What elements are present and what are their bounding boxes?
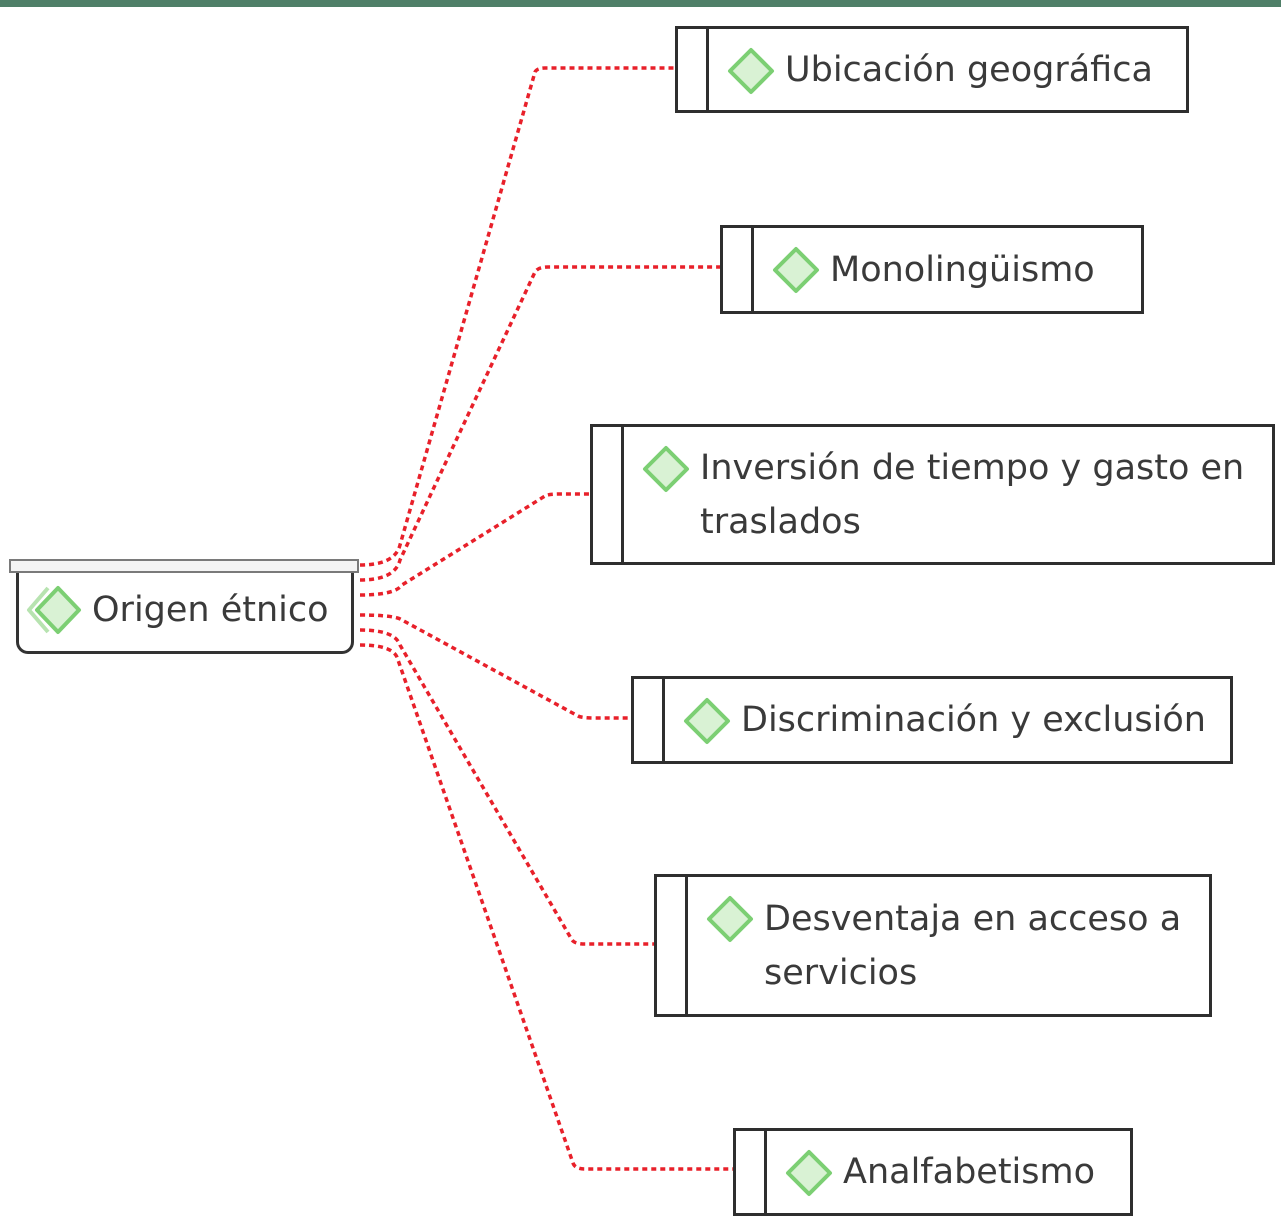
diamond-icon (786, 1150, 832, 1196)
connector-monolinguismo (359, 265, 720, 582)
diamond-stack-icon (27, 586, 81, 634)
node-label: Inversión de tiempo y gasto en traslados (700, 448, 1245, 542)
diamond-icon (707, 896, 753, 942)
connector-inversion (359, 492, 590, 597)
connector-analfabetismo (359, 643, 733, 1171)
connector-ubicacion (359, 66, 675, 567)
diamond-icon (728, 48, 774, 94)
node-stripe (662, 679, 665, 761)
root-node-label: Origen étnico (92, 590, 329, 630)
node-analfabetismo[interactable]: Analfabetismo (733, 1128, 1133, 1216)
node-label: Desventaja en acceso a servicios (764, 899, 1182, 993)
node-label: Ubicación geográfica (785, 50, 1153, 90)
connector-discriminacion (359, 613, 631, 720)
node-monolinguismo[interactable]: Monolingüismo (720, 225, 1144, 314)
node-ubicacion[interactable]: Ubicación geográfica (675, 26, 1189, 113)
diamond-icon (643, 446, 689, 492)
node-label: Analfabetismo (843, 1152, 1096, 1192)
diamond-icon (684, 698, 730, 744)
header-bar (0, 0, 1281, 7)
node-stripe (621, 427, 624, 562)
node-stripe (751, 228, 754, 311)
diamond-icon (773, 247, 819, 293)
node-label: Discriminación y exclusión (741, 700, 1206, 740)
node-discriminacion[interactable]: Discriminación y exclusión (631, 676, 1233, 764)
root-node-tab (9, 559, 359, 573)
node-desventaja[interactable]: Desventaja en acceso a servicios (654, 874, 1212, 1017)
node-stripe (764, 1131, 767, 1213)
node-inversion[interactable]: Inversión de tiempo y gasto en traslados (590, 424, 1275, 565)
node-stripe (685, 877, 688, 1014)
node-label: Monolingüismo (830, 250, 1095, 290)
node-stripe (706, 29, 709, 110)
connector-desventaja (359, 628, 654, 946)
